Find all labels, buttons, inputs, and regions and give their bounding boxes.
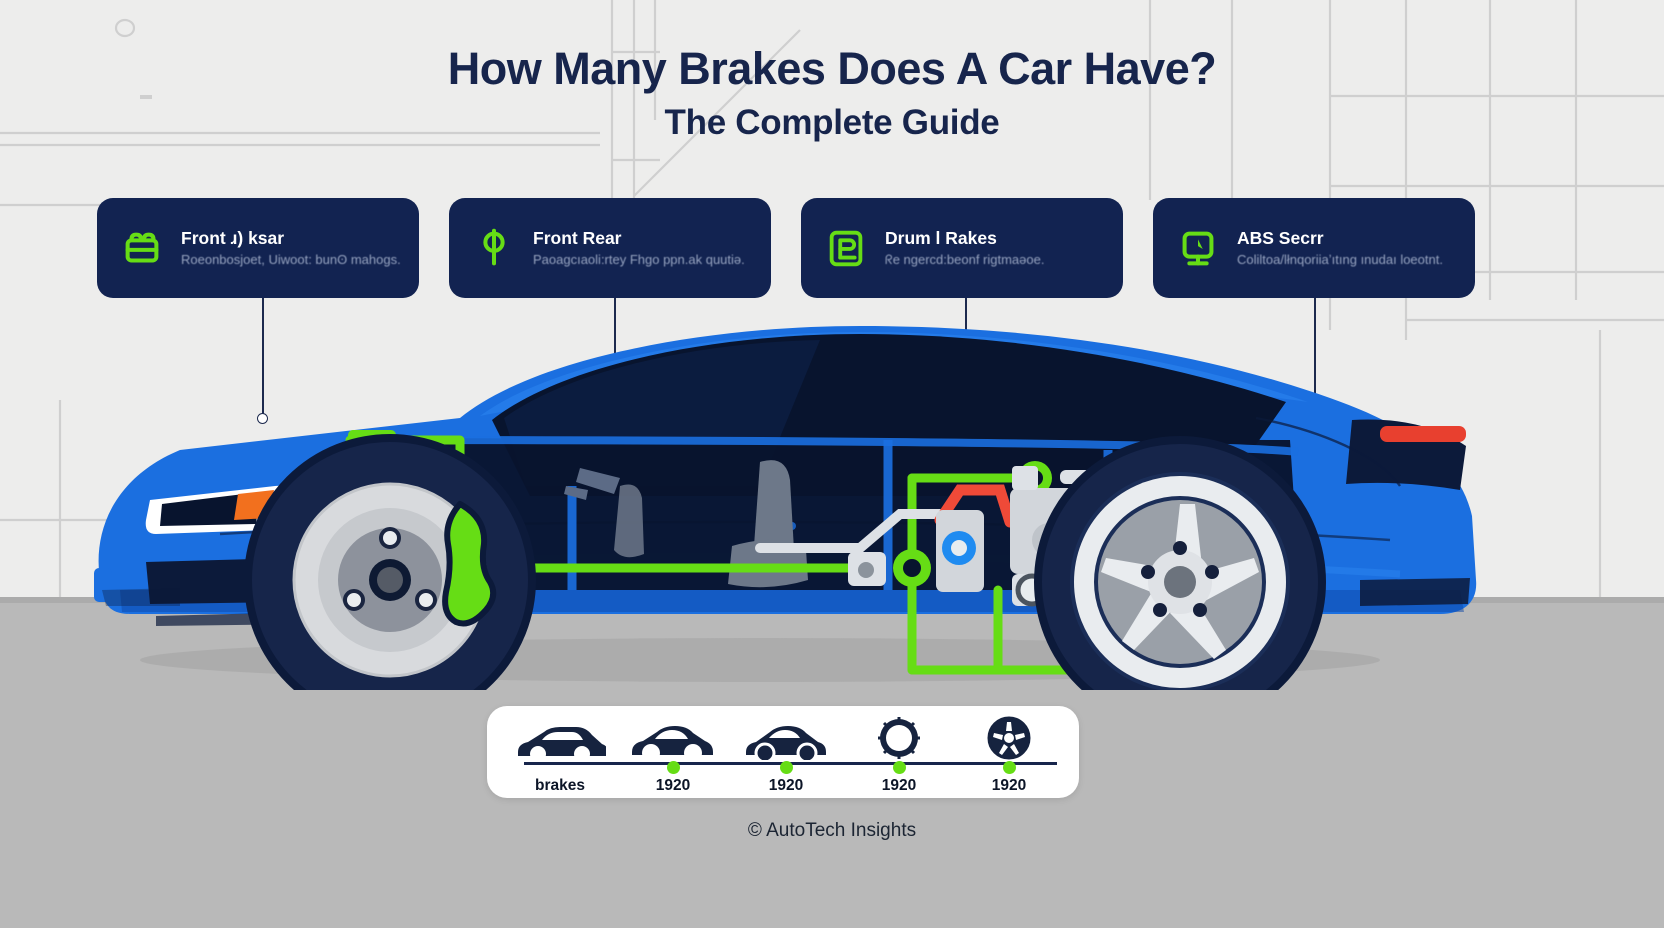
card-1-title: Front ɹ) ksar xyxy=(181,227,285,248)
timeline-node-4 xyxy=(1002,761,1016,774)
info-card-front-brakes[interactable]: Front ɹ) ksar Roeonbosjoet, Uiwoot: bunʘ… xyxy=(97,198,419,298)
leader-line-card-1 xyxy=(262,298,264,418)
rear-wheel-assembly xyxy=(1034,436,1326,690)
timeline-item-4[interactable]: 1920 xyxy=(959,716,1059,795)
front-brake-icon xyxy=(125,232,159,263)
abs-sensor-icon xyxy=(1182,231,1214,266)
front-wheel-assembly xyxy=(244,434,536,690)
card-3-text: Drum l Rakes ᖇe ngercd:beonf rigtmaǝoe. xyxy=(885,228,1044,269)
taillight-lens xyxy=(1380,426,1466,442)
card-1-desc: Roeonbosjoet, Uiwoot: bunʘ mahogs. xyxy=(181,251,401,267)
timeline-node-1 xyxy=(666,761,680,774)
timeline-node-3 xyxy=(892,761,906,774)
front-brake-caliper xyxy=(442,501,497,627)
bumper-edge xyxy=(102,588,180,606)
card-4-desc: Coliltoa/lłnqoriiaʼıtıng ınudaı loeotnt. xyxy=(1237,251,1443,267)
timeline-item-1[interactable]: 1920 xyxy=(623,720,723,795)
card-4-title: ABS Secrr xyxy=(1237,227,1324,248)
timeline-item-3[interactable]: 1920 xyxy=(849,717,949,795)
rear-end-detail xyxy=(1255,416,1470,606)
footer-credit: © AutoTech Insights xyxy=(747,820,917,841)
page-subtitle: The Complete Guide xyxy=(664,103,1000,143)
rear-hub-center xyxy=(1164,566,1196,598)
brake-evolution-timeline[interactable]: brakes 1920 xyxy=(487,706,1079,798)
front-lug-nuts xyxy=(343,527,437,611)
info-card-drum-brakes[interactable]: Drum l Rakes ᖇe ngercd:beonf rigtmaǝoe. xyxy=(801,198,1123,298)
card-2-title: Front Rear xyxy=(533,227,622,248)
card-2-text: Front Rear Paoagcıaoli:rtey Fhgo ppn.ak … xyxy=(533,228,745,269)
front-rear-brake-icon xyxy=(483,228,505,266)
coupe-silhouette-icon xyxy=(623,720,723,760)
leader-dot-card-1 xyxy=(258,414,267,423)
timeline-item-0[interactable]: brakes xyxy=(510,720,610,795)
rear-diffuser xyxy=(1360,578,1470,606)
drum-brake-icon xyxy=(829,230,863,267)
info-card-abs-sensor[interactable]: ABS Secrr Coliltoa/lłnqoriiaʼıtıng ınuda… xyxy=(1153,198,1475,298)
title-block: How Many Brakes Does A Car Have? The Com… xyxy=(0,43,1664,143)
trunk-seam xyxy=(1255,416,1401,487)
rear-alloy-wheel xyxy=(1074,476,1286,688)
card-1-text: Front ɹ) ksar Roeonbosjoet, Uiwoot: bunʘ… xyxy=(181,228,401,269)
card-4-text: ABS Secrr Coliltoa/lłnqoriiaʼıtıng ınuda… xyxy=(1237,228,1443,269)
red-brake-hose xyxy=(934,484,1016,528)
leader-line-card-4 xyxy=(1314,298,1316,420)
info-card-front-rear[interactable]: Front Rear Paoagcıaoli:rtey Fhgo ppn.ak … xyxy=(449,198,771,298)
timeline-label-0: brakes xyxy=(535,777,585,794)
timeline-label-2: 1920 xyxy=(768,777,804,794)
side-mirror xyxy=(576,468,620,494)
timeline-label-1: 1920 xyxy=(655,777,691,794)
rear-lug-nuts xyxy=(1141,541,1219,617)
timeline-label-3: 1920 xyxy=(881,777,917,794)
card-2-desc: Paoagcıaoli:rtey Fhgo ppn.ak quutiǝ. xyxy=(533,251,745,267)
car-cutaway-diagram xyxy=(94,326,1477,690)
vacuum-hose xyxy=(755,509,945,553)
timeline-label-4: 1920 xyxy=(991,777,1027,794)
timeline-item-2[interactable]: 1920 xyxy=(736,720,836,795)
card-3-title: Drum l Rakes xyxy=(885,227,997,248)
page-title: How Many Brakes Does A Car Have? xyxy=(447,43,1217,94)
card-3-desc: ᖇe ngercd:beonf rigtmaǝoe. xyxy=(885,251,1045,267)
node-center xyxy=(893,549,931,587)
sedan-wheels-silhouette-icon xyxy=(736,720,836,760)
alloy-wheel-icon xyxy=(959,716,1059,760)
sedan-silhouette-icon xyxy=(510,720,610,760)
timeline-node-2 xyxy=(779,761,793,774)
front-splitter xyxy=(94,568,112,602)
brake-rotor-icon xyxy=(849,717,949,760)
reservoir-cap xyxy=(1012,466,1038,490)
